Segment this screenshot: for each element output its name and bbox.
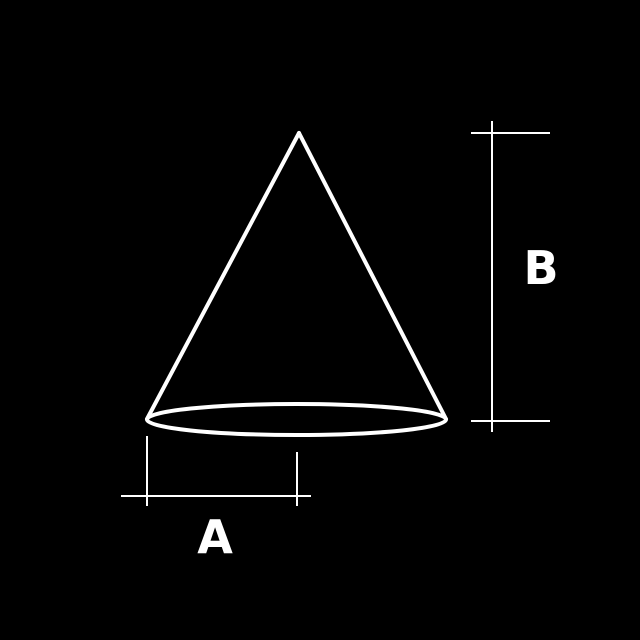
radius-dimension xyxy=(121,436,311,506)
cone-base-ellipse xyxy=(145,402,448,437)
height-label: B xyxy=(523,241,558,295)
radius-label: A xyxy=(197,510,233,564)
cone-right-edge xyxy=(297,131,448,421)
height-dimension xyxy=(471,121,550,432)
cone-left-edge xyxy=(145,131,301,421)
